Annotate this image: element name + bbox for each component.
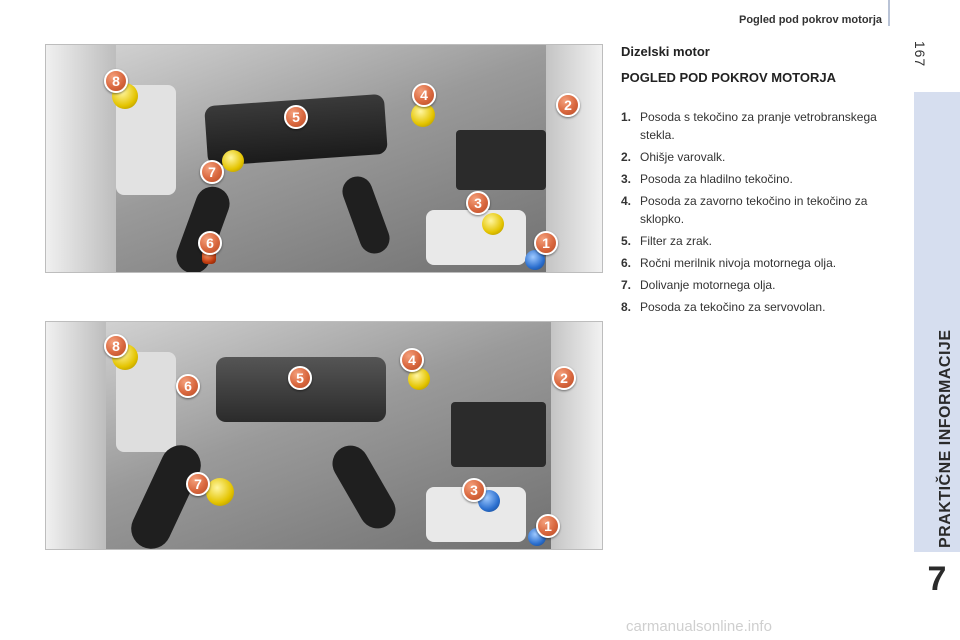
marker-8-icon: 8 [104,334,128,358]
legend-item-text: Posoda za hladilno tekočino. [640,172,793,186]
engine-photo-2: 8 6 5 4 2 7 3 1 [45,321,603,550]
section-title: Dizelski motor [621,44,710,59]
chapter-side-tab [914,92,960,552]
legend-item: 7. Dolivanje motornega olja. [621,276,889,294]
marker-6-icon: 6 [198,231,222,255]
legend-item-number: 2. [621,150,632,164]
brake-fluid-cap-icon [408,368,430,390]
legend-item: 3. Posoda za hladilno tekočino. [621,170,889,188]
right-fender [546,45,602,272]
legend-item: 2. Ohišje varovalk. [621,148,889,166]
legend-item-text: Filter za zrak. [640,234,713,248]
legend-item: 5. Filter za zrak. [621,232,889,250]
washer-reservoir [426,210,526,265]
marker-2-icon: 2 [556,93,580,117]
marker-2-icon: 2 [552,366,576,390]
brake-fluid-cap-icon [411,103,435,127]
legend-item-text: Posoda za zavorno tekočino in tekočino z… [640,194,868,226]
legend-item: 1. Posoda s tekočino za pranje vetrobrans… [621,108,889,144]
marker-4-icon: 4 [412,83,436,107]
marker-3-icon: 3 [462,478,486,502]
legend-item-number: 4. [621,194,632,208]
legend-item-number: 8. [621,300,632,314]
washer-cap-icon [525,250,545,270]
chapter-side-tab-label: PRAKTIČNE INFORMACIJE [937,329,954,548]
battery [456,130,546,190]
page-header-title: Pogled pod pokrov motorja [738,14,882,26]
page-number: 167 [912,40,928,68]
legend-item-number: 5. [621,234,632,248]
marker-5-icon: 5 [284,105,308,129]
right-fender [551,322,602,549]
marker-4-icon: 4 [400,348,424,372]
legend-item-text: Ohišje varovalk. [640,150,726,164]
oil-filler-cap-icon [222,150,244,172]
marker-6-icon: 6 [176,374,200,398]
chapter-number: 7 [927,560,947,598]
marker-3-icon: 3 [466,191,490,215]
section-heading: POGLED POD POKROV MOTORJA [621,70,837,85]
turbo-hose [325,439,403,535]
battery [451,402,546,467]
legend-item-text: Dolivanje motornega olja. [640,278,776,292]
legend-item-number: 7. [621,278,632,292]
coolant-cap-icon [482,213,504,235]
oil-filler-cap-icon [206,478,234,506]
legend-item: 8. Posoda za tekočino za servovolan. [621,298,889,316]
marker-8-icon: 8 [104,69,128,93]
marker-7-icon: 7 [186,472,210,496]
legend-item: 6. Ročni merilnik nivoja motornega olja. [621,254,889,272]
left-fender [46,322,106,549]
engine-photo-1: 8 5 4 2 7 3 6 1 [45,44,603,273]
legend-item-text: Posoda za tekočino za servovolan. [640,300,826,314]
legend-item: 4. Posoda za zavorno tekočino in tekočino… [621,192,889,228]
marker-7-icon: 7 [200,160,224,184]
marker-5-icon: 5 [288,366,312,390]
marker-1-icon: 1 [536,514,560,538]
legend-item-text: Ročni merilnik nivoja motornega olja. [640,256,837,270]
turbo-hose [338,172,394,258]
watermark: carmanualsonline.info [626,618,772,635]
legend-item-text: Posoda s tekočino za pranje vetrobranske… [640,110,877,142]
marker-1-icon: 1 [534,231,558,255]
legend-item-number: 6. [621,256,632,270]
legend-item-number: 3. [621,172,632,186]
component-legend: 1. Posoda s tekočino za pranje vetrobrans… [621,108,889,320]
legend-item-number: 1. [621,110,632,124]
header-divider [888,0,890,26]
